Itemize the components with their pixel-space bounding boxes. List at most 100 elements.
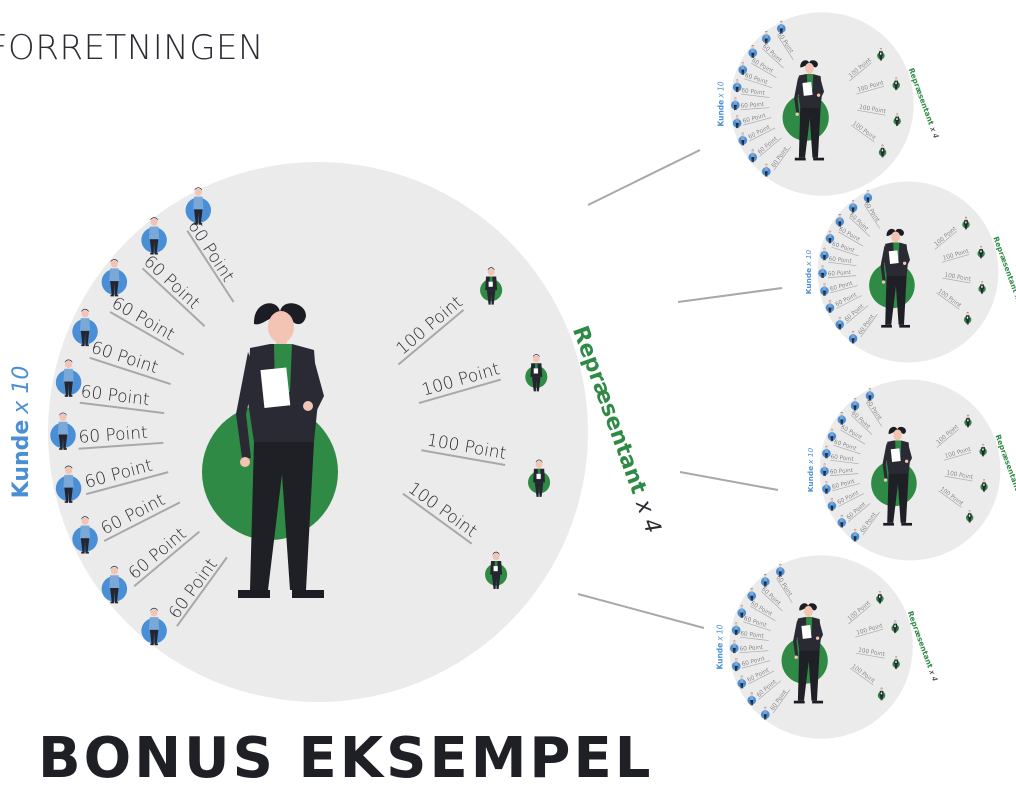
central-person	[880, 228, 911, 328]
customer-point-label: 60 Point	[78, 423, 148, 448]
customer-figure	[748, 149, 758, 163]
customer-spoke	[739, 650, 769, 654]
customer-figure	[850, 398, 860, 411]
customer-figure	[747, 692, 757, 706]
customer-spoke	[830, 285, 858, 294]
customer-figure	[822, 445, 831, 459]
customer-spoke	[85, 471, 169, 496]
customer-spoke	[743, 117, 772, 126]
customer-figure	[185, 187, 212, 225]
rep-figure	[525, 353, 548, 392]
customer-figure	[737, 605, 747, 618]
customer-figure	[848, 200, 858, 213]
connector-line	[587, 149, 701, 206]
customer-figure	[865, 388, 875, 401]
customer-point-label: 60 Point	[740, 102, 764, 110]
customer-spoke	[848, 503, 871, 522]
customer-spoke	[862, 511, 880, 536]
rep-figure	[877, 47, 885, 61]
customer-figure	[738, 62, 748, 75]
connector-lines	[577, 149, 783, 629]
customer-spoke	[750, 605, 776, 621]
customer-point-label: 60 Point	[831, 479, 855, 491]
customer-figure	[850, 528, 860, 542]
customer-spoke	[831, 246, 859, 257]
rep-figure	[480, 267, 503, 305]
customer-point-label: 60 Point	[829, 281, 853, 293]
customer-spoke	[772, 689, 791, 714]
customer-point-label: 60 Point	[742, 113, 766, 125]
rep-spoke	[936, 428, 959, 448]
rep-figure	[892, 656, 900, 670]
customer-figure	[820, 463, 829, 476]
customer-spoke	[740, 107, 770, 111]
customer-figure	[863, 190, 873, 203]
rep-point-label: 100 Point	[858, 648, 886, 659]
customer-spoke	[742, 660, 771, 669]
customer-point-label: 60 Point	[741, 656, 765, 668]
customer-spoke	[829, 473, 859, 476]
customer-point-label: 60 Point	[740, 631, 764, 640]
customer-figure	[55, 359, 82, 397]
customer-figure	[761, 163, 771, 177]
customer-figure	[760, 573, 770, 587]
customer-spoke	[828, 261, 857, 267]
rep-spoke	[944, 475, 973, 482]
customer-figure	[55, 465, 82, 503]
page-title: FORRETNINGEN	[0, 28, 264, 68]
customer-figure	[737, 675, 747, 689]
rep-spoke	[856, 652, 885, 659]
customer-spoke	[78, 441, 164, 450]
rep-figure	[878, 144, 887, 158]
customer-figure	[141, 217, 167, 255]
rep-spoke	[938, 490, 962, 508]
customer-figure	[761, 30, 771, 44]
rep-figure	[877, 687, 886, 701]
customer-point-label: 60 Point	[828, 270, 852, 278]
rep-spoke	[402, 492, 473, 545]
customer-figure	[747, 588, 757, 601]
customer-figure	[732, 79, 742, 93]
customer-spoke	[838, 493, 864, 507]
customer-spoke	[827, 275, 857, 278]
customer-figure	[732, 115, 742, 129]
customer-spoke	[762, 48, 784, 69]
customer-spoke	[759, 137, 782, 157]
customer-spoke	[103, 501, 181, 542]
customer-figure	[818, 265, 827, 278]
rep-figure	[876, 590, 884, 604]
customer-spoke	[773, 146, 792, 171]
rep-spoke	[855, 628, 884, 638]
rep-figure	[891, 620, 899, 634]
customer-spoke	[865, 402, 883, 427]
customer-group-label: Kundex 10	[806, 447, 815, 492]
customer-spoke	[830, 459, 859, 465]
customer-point-label: 60 Point	[741, 88, 765, 97]
customer-spoke	[840, 429, 866, 445]
customer-spoke	[109, 311, 185, 356]
rep-spoke	[421, 449, 506, 466]
customer-point-label: 60 Point	[828, 256, 852, 265]
customer-figure	[731, 622, 741, 636]
rep-figure	[977, 245, 985, 259]
rep-figure	[979, 443, 987, 457]
customer-point-label: 60 Point	[830, 454, 854, 463]
rep-figure	[965, 510, 974, 523]
customer-figure	[820, 247, 829, 261]
rep-spoke	[943, 452, 972, 461]
customer-figure	[827, 498, 837, 511]
rep-point-label: 100 Point	[946, 470, 973, 481]
customer-spoke	[141, 267, 206, 328]
rep-spoke	[856, 85, 885, 95]
rep-figure	[962, 216, 970, 230]
customer-spoke	[744, 78, 772, 89]
customer-spoke	[846, 305, 869, 324]
rep-figure	[892, 77, 900, 91]
customer-figure	[848, 330, 858, 344]
customer-figure	[837, 514, 847, 528]
customer-spoke	[79, 401, 165, 415]
customer-spoke	[836, 295, 862, 309]
customer-figure	[776, 20, 786, 34]
customer-spoke	[860, 313, 878, 338]
customer-figure	[820, 283, 829, 296]
